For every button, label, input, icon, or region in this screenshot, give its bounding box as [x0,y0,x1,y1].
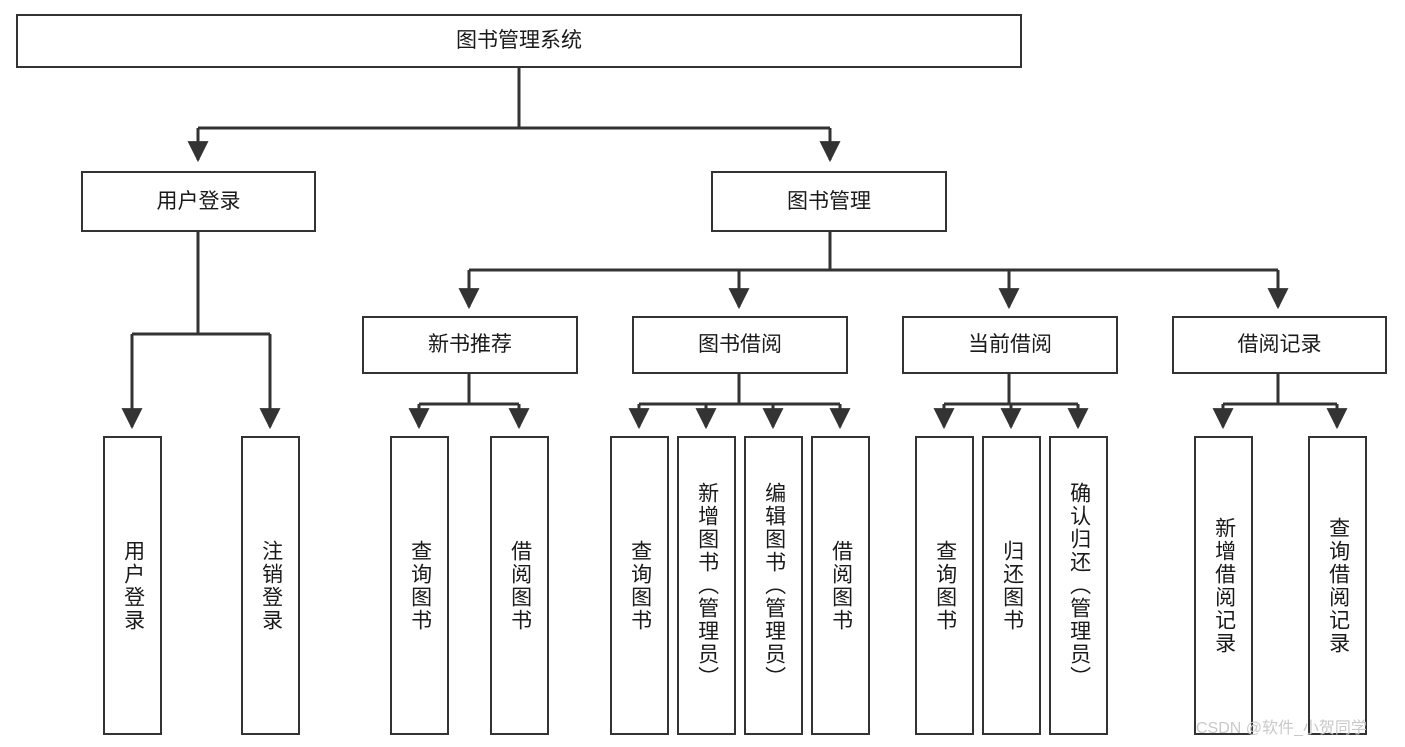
node-borrow-record[interactable]: 借阅记录 [1172,316,1387,374]
node-label: 图书借阅 [698,333,782,357]
node-label: 图书管理系统 [456,29,582,53]
leaf-add-borrow-record[interactable]: 新增借阅记录 [1194,436,1253,735]
node-label: 借阅图书 [508,539,532,632]
leaf-query-book-borrow[interactable]: 查询图书 [610,436,669,735]
node-label: 新书推荐 [428,333,512,357]
leaf-edit-book[interactable]: 编辑图书（管理员） [744,436,803,735]
node-book-manage[interactable]: 图书管理 [711,171,947,232]
node-label: 查询图书 [628,539,652,632]
node-label: 借阅记录 [1237,333,1322,357]
leaf-query-book-current[interactable]: 查询图书 [915,436,974,735]
node-label: 查询借阅记录 [1326,516,1350,655]
node-label: 查询图书 [408,539,432,632]
leaf-query-book-recommend[interactable]: 查询图书 [390,436,449,735]
leaf-query-borrow-record[interactable]: 查询借阅记录 [1308,436,1367,735]
node-label: 确认归还（管理员） [1067,482,1091,689]
leaf-confirm-return[interactable]: 确认归还（管理员） [1049,436,1108,735]
node-label: 归还图书 [1000,539,1024,632]
node-label: 新增图书（管理员） [695,482,719,689]
leaf-borrow-book-recommend[interactable]: 借阅图书 [490,436,549,735]
node-label: 借阅图书 [829,539,853,632]
node-book-borrow[interactable]: 图书借阅 [632,316,848,374]
node-label: 编辑图书（管理员） [762,482,786,689]
node-new-book-recommend[interactable]: 新书推荐 [362,316,578,374]
node-label: 当前借阅 [968,333,1052,357]
leaf-user-login[interactable]: 用户登录 [103,436,162,735]
node-user-login[interactable]: 用户登录 [81,171,316,232]
node-label: 注销登录 [259,539,283,632]
leaf-return-book[interactable]: 归还图书 [982,436,1041,735]
node-label: 用户登录 [156,189,241,213]
node-label: 用户登录 [121,539,145,632]
leaf-borrow-book[interactable]: 借阅图书 [811,436,870,735]
node-label: 新增借阅记录 [1212,516,1236,655]
node-label: 查询图书 [933,539,957,632]
leaf-add-book[interactable]: 新增图书（管理员） [677,436,736,735]
leaf-logout[interactable]: 注销登录 [241,436,300,735]
node-book-management-system[interactable]: 图书管理系统 [16,14,1022,68]
node-label: 图书管理 [787,189,871,213]
node-current-borrow[interactable]: 当前借阅 [902,316,1118,374]
